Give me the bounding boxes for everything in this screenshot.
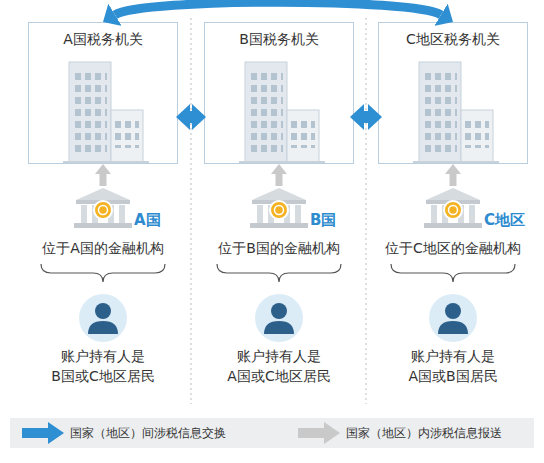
holder-label: 账户持有人是 B国或C地区居民 (38, 346, 168, 386)
person-icon (429, 294, 477, 342)
person-icon (79, 294, 127, 342)
bank-icon (250, 188, 308, 228)
institution-label: 位于C地区的金融机构 (368, 238, 538, 258)
country-badge: C地区 (484, 210, 525, 230)
building-icon (239, 62, 325, 163)
building-icon (413, 62, 499, 163)
building-icon (63, 62, 149, 163)
country-badge: A国 (134, 210, 161, 230)
authority-box: C地区税务机关 (378, 22, 528, 164)
brace (391, 264, 515, 282)
exchange-arrow (364, 111, 368, 123)
holder-node: 账户持有人是 A国或B国居民 (378, 290, 528, 402)
exchange-arrow (190, 111, 192, 123)
country-badge: B国 (310, 210, 336, 230)
column-divider (366, 18, 367, 404)
authority-box: A国税务机关 (28, 22, 178, 164)
institution-label: 位于B国的金融机构 (194, 238, 364, 258)
authority-title: C地区税务机关 (379, 29, 527, 49)
report-arrow (450, 174, 457, 186)
exchange-arrow (115, 2, 441, 15)
legend-band (10, 418, 534, 448)
report-arrow (100, 174, 107, 186)
institution-label: 位于A国的金融机构 (18, 238, 188, 258)
bank-icon (424, 188, 482, 228)
institution-node: B国位于B国的金融机构 (204, 186, 354, 262)
authority-title: B国税务机关 (205, 29, 353, 49)
institution-node: A国位于A国的金融机构 (28, 186, 178, 262)
legend-arrow (298, 422, 340, 444)
legend-arrow (22, 422, 64, 444)
holder-node: 账户持有人是 B国或C地区居民 (28, 290, 178, 402)
column-divider (191, 18, 192, 404)
authority-box: B国税务机关 (204, 22, 354, 164)
legend-text: 国家（地区）内涉税信息报送 (346, 425, 502, 441)
report-arrow (276, 174, 283, 186)
brace (41, 264, 165, 282)
institution-node: C地区位于C地区的金融机构 (378, 186, 528, 262)
holder-label: 账户持有人是 A国或C地区居民 (214, 346, 344, 386)
holder-label: 账户持有人是 A国或B国居民 (388, 346, 518, 386)
bank-icon (74, 188, 132, 228)
authority-title: A国税务机关 (29, 29, 177, 49)
legend-text: 国家（地区）间涉税信息交换 (70, 425, 226, 441)
holder-node: 账户持有人是 A国或C地区居民 (204, 290, 354, 402)
brace (217, 264, 341, 282)
person-icon (255, 294, 303, 342)
